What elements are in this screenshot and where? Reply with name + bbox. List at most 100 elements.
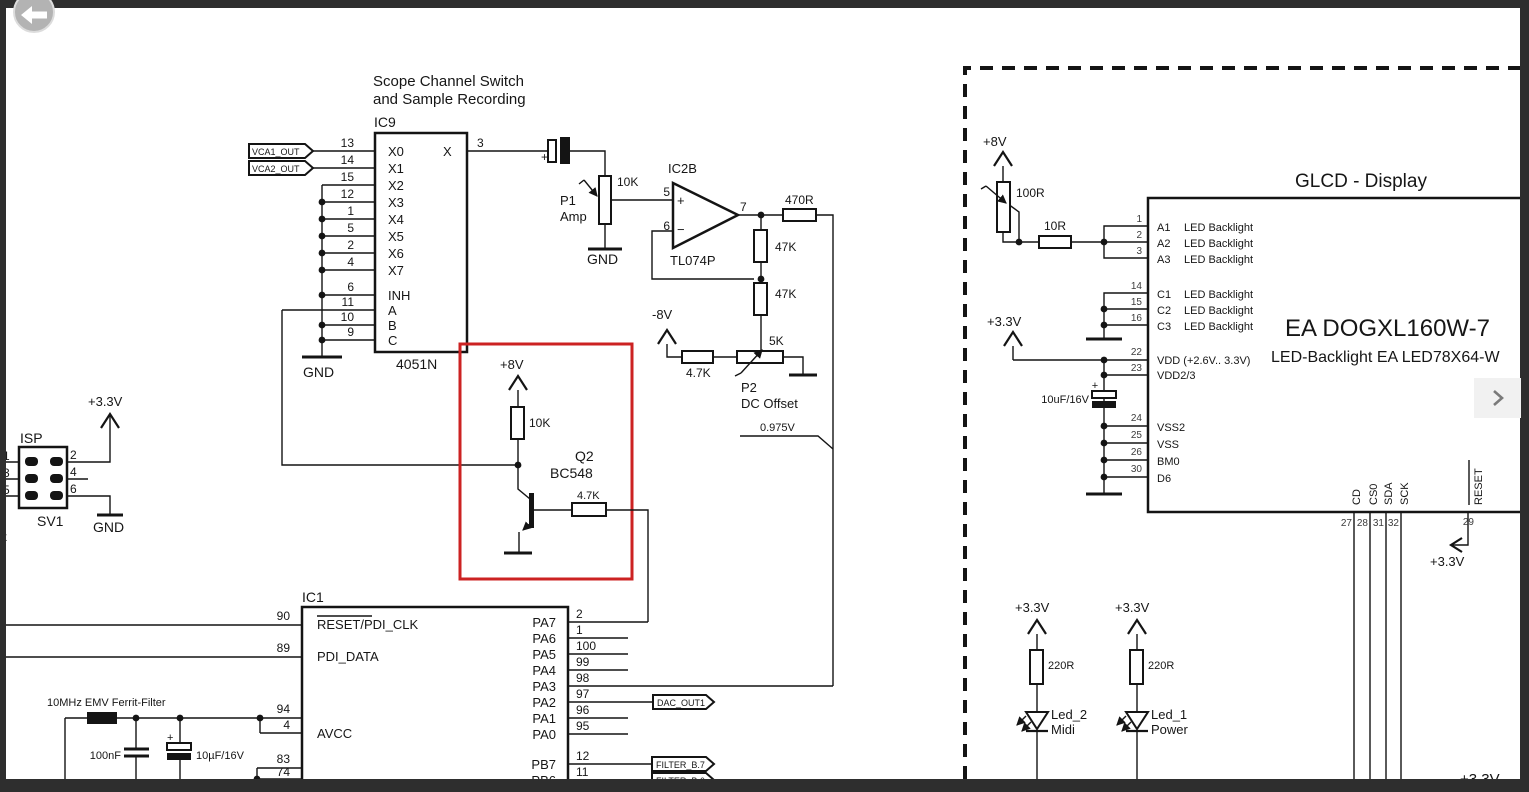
resistor-value: 10R bbox=[1044, 219, 1066, 233]
pin-number: 32 bbox=[1388, 518, 1400, 529]
resistor-value: 220R bbox=[1148, 660, 1174, 672]
pin-name: A bbox=[388, 303, 397, 318]
net-flag-label: VCA2_OUT bbox=[252, 164, 300, 174]
pin-number: 22 bbox=[1131, 347, 1143, 358]
pin-number: 28 bbox=[1357, 518, 1369, 529]
annotation-line: Scope Channel Switch bbox=[373, 73, 524, 90]
pin-name: C bbox=[388, 333, 397, 348]
rail-label: -8V bbox=[652, 307, 673, 322]
resistor-value: 47K bbox=[775, 287, 796, 301]
pin-name: A2 bbox=[1157, 238, 1170, 250]
resistor-value: 10K bbox=[529, 416, 550, 430]
pin-number: 1 bbox=[576, 623, 583, 637]
window-border-bottom bbox=[0, 779, 1529, 792]
pin-number: 96 bbox=[576, 703, 590, 717]
pin-number: 1 bbox=[1136, 214, 1142, 225]
dc-offset-network: -8V 4.7K 5K P2 DC Offset 0.975V bbox=[652, 307, 834, 450]
bus-pin-name: RESET bbox=[1473, 468, 1485, 505]
reset-suffix: /PDI_CLK bbox=[360, 617, 418, 632]
led-power-circuit: +3.3V 220R Led_1 Power bbox=[1115, 600, 1189, 792]
pin-name: LED Backlight bbox=[1184, 305, 1253, 317]
component-ref: Led_2 bbox=[1051, 707, 1087, 722]
pin-name: A1 bbox=[1157, 222, 1170, 234]
pin-name: VDD2/3 bbox=[1157, 370, 1196, 382]
highlight-box bbox=[458, 342, 634, 581]
gnd-label: GND bbox=[587, 251, 618, 267]
component-ref: IC1 bbox=[302, 589, 324, 605]
pin-number: 26 bbox=[1131, 447, 1143, 458]
back-button[interactable] bbox=[13, 0, 55, 33]
resistor-value: 4.7K bbox=[686, 366, 711, 380]
component-part: TL074P bbox=[670, 253, 716, 268]
polarity-plus: + bbox=[541, 150, 548, 164]
gnd-label: GND bbox=[303, 364, 334, 380]
component-part: BC548 bbox=[550, 465, 593, 481]
pin-number: 25 bbox=[1131, 430, 1143, 441]
pin-number: 83 bbox=[277, 752, 291, 766]
ic9-analog-mux: IC9 13 14 15 12 1 5 2 4 6 11 10 9 X0 X1 … bbox=[281, 114, 549, 466]
pin-number: 94 bbox=[277, 702, 291, 716]
pin-name: X6 bbox=[388, 246, 404, 261]
resistor-value: 220R bbox=[1048, 660, 1074, 672]
pin-name: VSS bbox=[1157, 439, 1179, 451]
pin-number: 2 bbox=[1136, 230, 1142, 241]
component-function: Midi bbox=[1051, 722, 1075, 737]
pin-name: C2 bbox=[1157, 305, 1171, 317]
pin-number: 11 bbox=[576, 765, 589, 779]
pin-name: C3 bbox=[1157, 321, 1171, 333]
pin-number: 23 bbox=[1131, 363, 1143, 374]
pin-number: 10 bbox=[341, 310, 355, 324]
forward-button[interactable] bbox=[1474, 378, 1521, 418]
pin-number: 3 bbox=[3, 466, 10, 480]
bus-pin-name: CD bbox=[1351, 489, 1363, 505]
net-flag-label: FILTER_B.7 bbox=[656, 760, 705, 770]
pin-number: 7 bbox=[740, 200, 747, 214]
net-flag-label: DAC_OUT1 bbox=[657, 698, 705, 708]
pin-name: X3 bbox=[388, 195, 404, 210]
vca-net-flags: VCA1_OUT VCA2_OUT bbox=[248, 143, 315, 176]
glcd-display-module: GLCD - Display EA DOGXL160W-7 LED-Backli… bbox=[987, 171, 1529, 792]
pin-name: PA0 bbox=[532, 727, 556, 742]
resistor-value: 470R bbox=[785, 193, 814, 207]
pin-number: 97 bbox=[576, 687, 590, 701]
pin-number: 15 bbox=[1131, 297, 1143, 308]
net-voltage-label: 0.975V bbox=[760, 422, 796, 434]
led-midi-circuit: +3.3V 220R Led_2 Midi bbox=[1015, 600, 1087, 792]
pin-name: LED Backlight bbox=[1184, 222, 1253, 234]
pin-name: PA7 bbox=[532, 615, 556, 630]
pin-number: 5 bbox=[663, 185, 670, 199]
pin-name: D6 bbox=[1157, 473, 1171, 485]
component-ref: P2 bbox=[741, 380, 757, 395]
pin-number: 98 bbox=[576, 671, 590, 685]
resistor-value: 4.7K bbox=[577, 490, 600, 502]
pin-name: VDD (+2.6V.. 3.3V) bbox=[1157, 355, 1250, 367]
isp-header: ISP 1 3 5 2 4 6 +3.3V GND SV1 x bbox=[1, 394, 124, 544]
pin-name: PA3 bbox=[532, 679, 556, 694]
pin-name: A3 bbox=[1157, 254, 1170, 266]
pin-number: 9 bbox=[347, 325, 354, 339]
pin-name: X1 bbox=[388, 161, 404, 176]
gnd-label: GND bbox=[93, 519, 124, 535]
bus-pin-name: SCK bbox=[1399, 482, 1411, 505]
pin-name: RESET/PDI_CLK bbox=[317, 617, 418, 632]
rail-label: +3.3V bbox=[1430, 554, 1465, 569]
pin-name: LED Backlight bbox=[1184, 321, 1253, 333]
pin-number: 12 bbox=[341, 187, 355, 201]
glcd-region-border bbox=[963, 66, 1529, 779]
module-subtitle: LED-Backlight EA LED78X64-W bbox=[1271, 349, 1500, 366]
pin-number: 12 bbox=[576, 749, 590, 763]
pin-name: LED Backlight bbox=[1184, 254, 1253, 266]
pin-number: 89 bbox=[277, 641, 291, 655]
pin-name: AVCC bbox=[317, 726, 352, 741]
pin-number: 95 bbox=[576, 719, 590, 733]
scope-annotation: Scope Channel Switch and Sample Recordin… bbox=[373, 73, 526, 108]
pin-name: PA6 bbox=[532, 631, 556, 646]
pin-name: VSS2 bbox=[1157, 422, 1185, 434]
resistor-value: 10K bbox=[617, 175, 638, 189]
component-ref: IC9 bbox=[374, 114, 396, 130]
pin-name: LED Backlight bbox=[1184, 289, 1253, 301]
pin-number: 99 bbox=[576, 655, 590, 669]
pin-name: BM0 bbox=[1157, 456, 1180, 468]
